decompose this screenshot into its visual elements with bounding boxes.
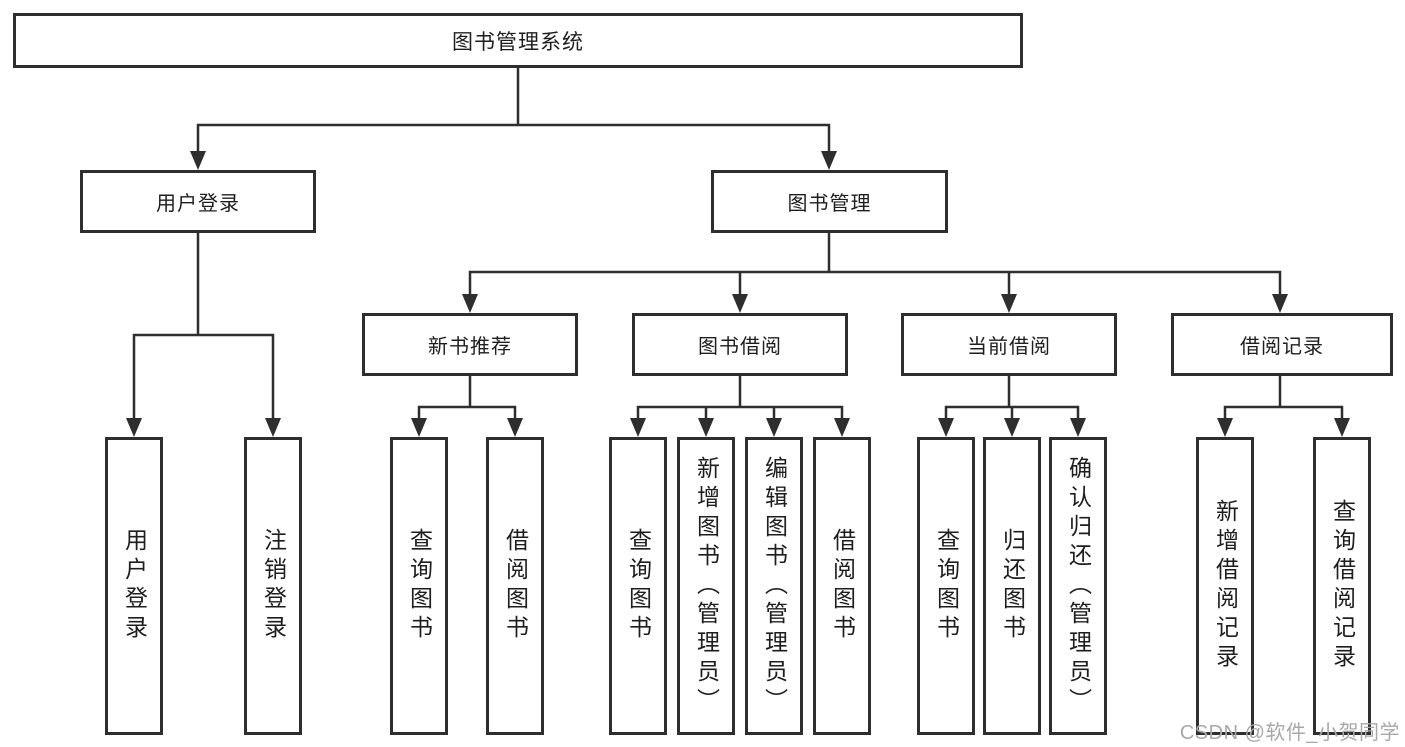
leaf-recommend-borrow-books-label: 借阅图书: [502, 528, 529, 644]
node-book-management: 图书管理: [711, 170, 948, 233]
leaf-current-query-books: 查询图书: [917, 437, 975, 735]
node-book-borrowing: 图书借阅: [632, 313, 848, 376]
leaf-records-query-record: 查询借阅记录: [1313, 437, 1371, 735]
node-borrowing-records: 借阅记录: [1171, 313, 1393, 376]
node-user-login: 用户登录: [80, 170, 316, 233]
leaf-borrow-query-books: 查询图书: [609, 437, 667, 735]
node-root-label: 图书管理系统: [452, 30, 584, 54]
leaf-recommend-borrow-books: 借阅图书: [486, 437, 544, 735]
leaf-records-add-record-label: 新增借阅记录: [1212, 499, 1239, 673]
leaf-records-query-record-label: 查询借阅记录: [1329, 499, 1356, 673]
leaf-logout: 注销登录: [244, 437, 302, 735]
leaf-user-login-label: 用户登录: [121, 528, 148, 644]
node-current-borrowing-label: 当前借阅: [967, 336, 1051, 358]
node-user-login-label: 用户登录: [156, 193, 240, 215]
leaf-borrow-add-books-admin: 新增图书（管理员）: [677, 437, 735, 735]
node-root: 图书管理系统: [13, 13, 1023, 68]
leaf-current-confirm-return-admin: 确认归还（管理员）: [1049, 437, 1107, 735]
leaf-borrow-edit-books-admin: 编辑图书（管理员）: [745, 437, 803, 735]
leaf-borrow-borrow-books-label: 借阅图书: [829, 528, 856, 644]
leaf-borrow-add-books-admin-label: 新增图书（管理员）: [693, 455, 720, 717]
leaf-current-return-books-label: 归还图书: [999, 528, 1026, 644]
node-current-borrowing: 当前借阅: [901, 313, 1117, 376]
csdn-watermark: CSDN @软件_小贺同学: [1179, 722, 1400, 744]
leaf-current-return-books: 归还图书: [983, 437, 1041, 735]
leaf-borrow-edit-books-admin-label: 编辑图书（管理员）: [761, 455, 788, 717]
leaf-current-query-books-label: 查询图书: [933, 528, 960, 644]
node-new-book-recommendation-label: 新书推荐: [428, 336, 512, 358]
leaf-current-confirm-return-admin-label: 确认归还（管理员）: [1065, 455, 1092, 717]
node-book-management-label: 图书管理: [787, 193, 872, 215]
leaf-logout-label: 注销登录: [260, 528, 287, 644]
leaf-recommend-query-books-label: 查询图书: [406, 528, 433, 644]
leaf-borrow-borrow-books: 借阅图书: [813, 437, 871, 735]
leaf-records-add-record: 新增借阅记录: [1196, 437, 1254, 735]
leaf-recommend-query-books: 查询图书: [390, 437, 448, 735]
leaf-user-login: 用户登录: [105, 437, 163, 735]
node-new-book-recommendation: 新书推荐: [362, 313, 578, 376]
leaf-borrow-query-books-label: 查询图书: [625, 528, 652, 644]
node-borrowing-records-label: 借阅记录: [1240, 336, 1324, 358]
node-book-borrowing-label: 图书借阅: [698, 336, 782, 358]
